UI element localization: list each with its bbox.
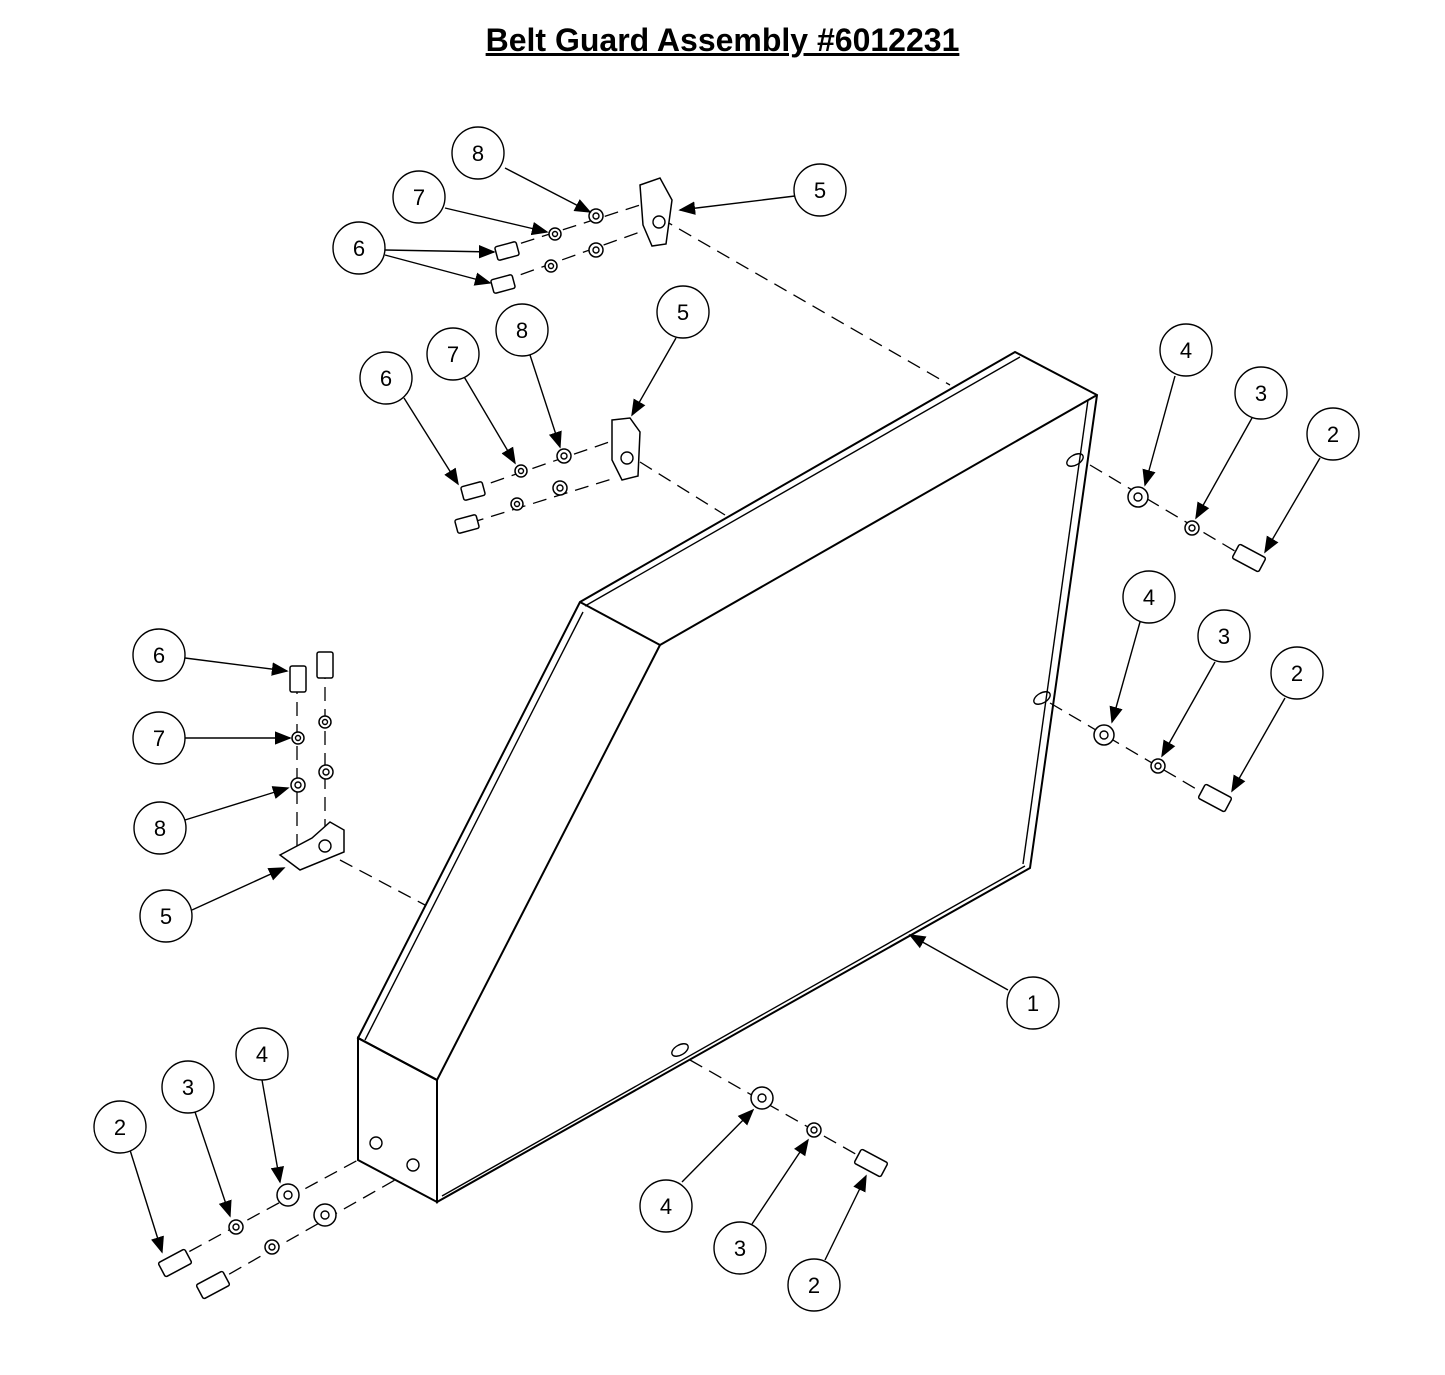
item-balloon-7: 7 [132,711,186,765]
assembly-lines [169,204,1251,1286]
item-balloon-3: 3 [1234,366,1288,420]
item-balloon-6: 6 [359,351,413,405]
item-balloon-8: 8 [451,126,505,180]
svg-text:8: 8 [472,141,484,166]
svg-text:2: 2 [1327,422,1339,447]
hardware [157,177,1267,1300]
item-balloon-8: 8 [495,303,549,357]
item-balloon-4: 4 [1122,570,1176,624]
diagram-title: Belt Guard Assembly #6012231 [485,22,960,58]
svg-text:2: 2 [808,1273,820,1298]
item-balloon-8: 8 [133,801,187,855]
item-balloon-2: 2 [787,1258,841,1312]
svg-text:5: 5 [677,300,689,325]
svg-text:3: 3 [734,1236,746,1261]
svg-text:4: 4 [256,1042,268,1067]
belt-guard-body [356,350,1099,1204]
item-balloon-3: 3 [713,1221,767,1275]
svg-text:4: 4 [1143,585,1155,610]
item-balloon-2: 2 [1270,646,1324,700]
svg-text:6: 6 [153,643,165,668]
leader-lines [129,167,1321,1261]
svg-text:1: 1 [1027,991,1039,1016]
item-balloon-3: 3 [161,1060,215,1114]
svg-text:8: 8 [154,816,166,841]
svg-text:6: 6 [353,236,365,261]
item-balloon-5: 5 [139,889,193,943]
item-balloon-5: 5 [793,163,847,217]
item-balloon-5: 5 [656,285,710,339]
item-balloon-7: 7 [392,170,446,224]
svg-text:5: 5 [160,904,172,929]
svg-text:4: 4 [1180,338,1192,363]
item-balloon-4: 4 [1159,323,1213,377]
item-balloon-7: 7 [426,327,480,381]
item-balloon-6: 6 [332,221,386,275]
svg-text:5: 5 [814,178,826,203]
item-balloon-1: 1 [1006,976,1060,1030]
item-balloon-6: 6 [132,628,186,682]
svg-text:7: 7 [447,342,459,367]
svg-text:7: 7 [413,185,425,210]
svg-text:4: 4 [660,1194,672,1219]
svg-text:2: 2 [1291,661,1303,686]
item-balloon-4: 4 [235,1027,289,1081]
svg-text:2: 2 [114,1115,126,1140]
svg-text:7: 7 [153,726,165,751]
svg-text:6: 6 [380,366,392,391]
svg-text:3: 3 [1255,381,1267,406]
item-balloon-2: 2 [93,1100,147,1154]
item-balloon-3: 3 [1197,609,1251,663]
svg-text:3: 3 [1218,624,1230,649]
svg-text:8: 8 [516,318,528,343]
svg-text:3: 3 [182,1075,194,1100]
item-balloon-2: 2 [1306,407,1360,461]
item-balloon-4: 4 [639,1179,693,1233]
